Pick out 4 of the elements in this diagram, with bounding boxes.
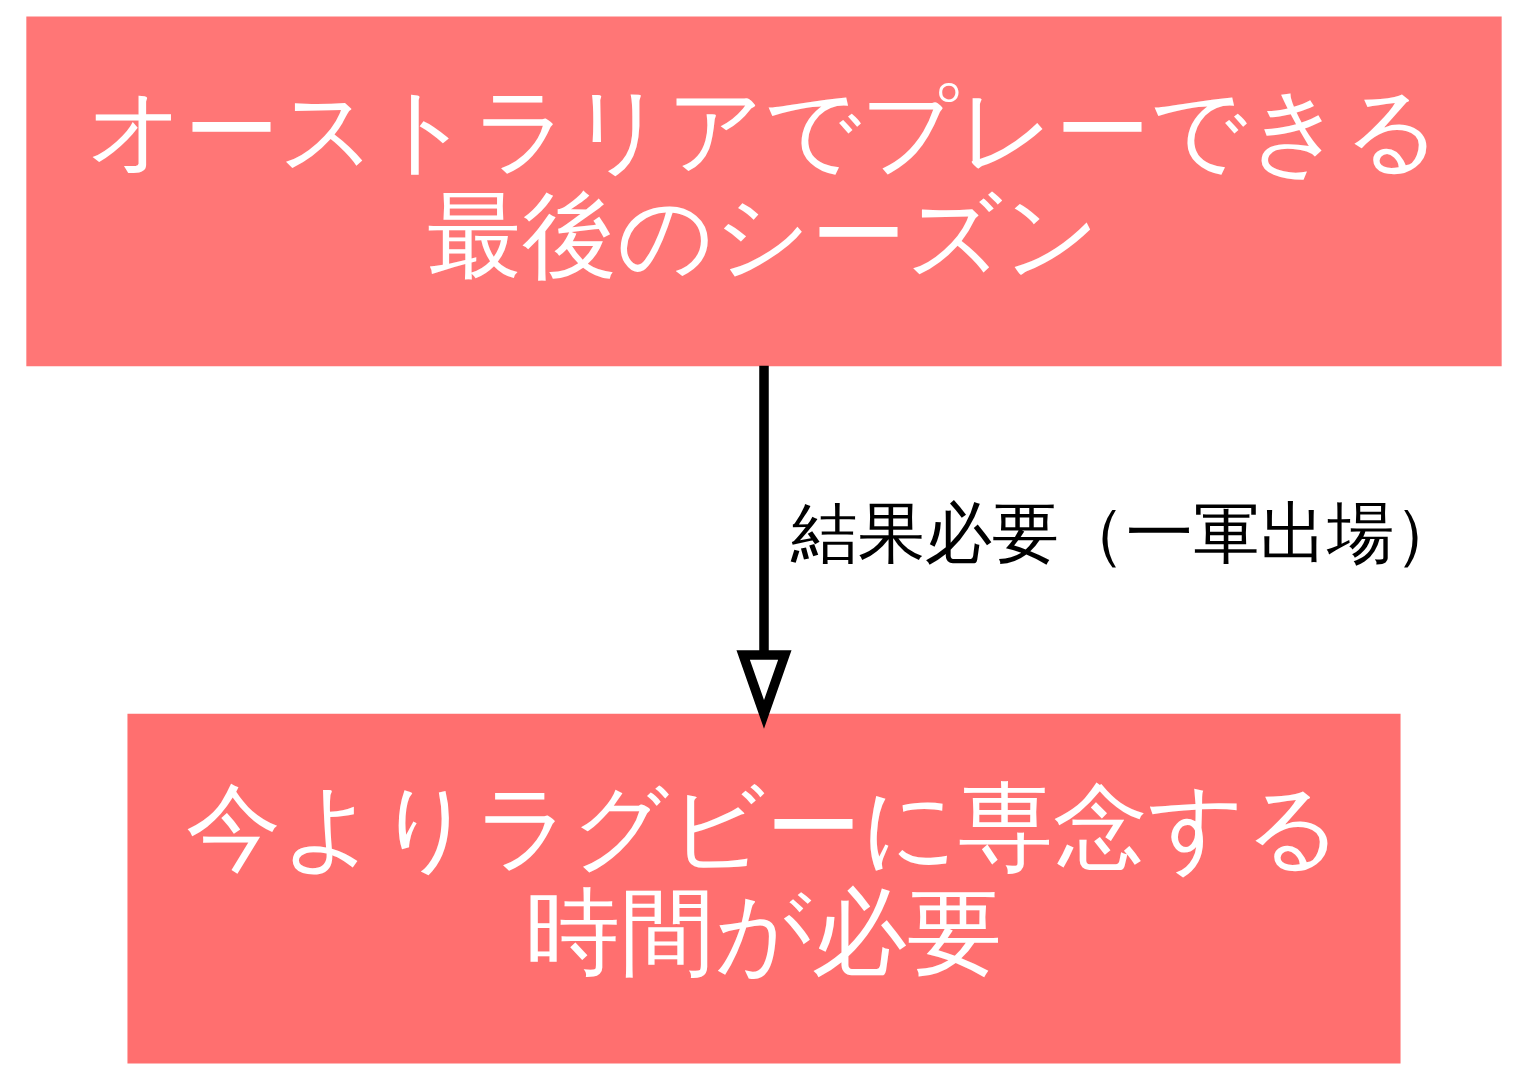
node-box: オーストラリアでプレーできる最後のシーズン [25,16,1502,367]
node-box: 今よりラグビーに専念する時間が必要 [126,713,1401,1064]
edge-label: 結果必要（一軍出場） [790,494,1461,573]
arrow [735,365,792,729]
